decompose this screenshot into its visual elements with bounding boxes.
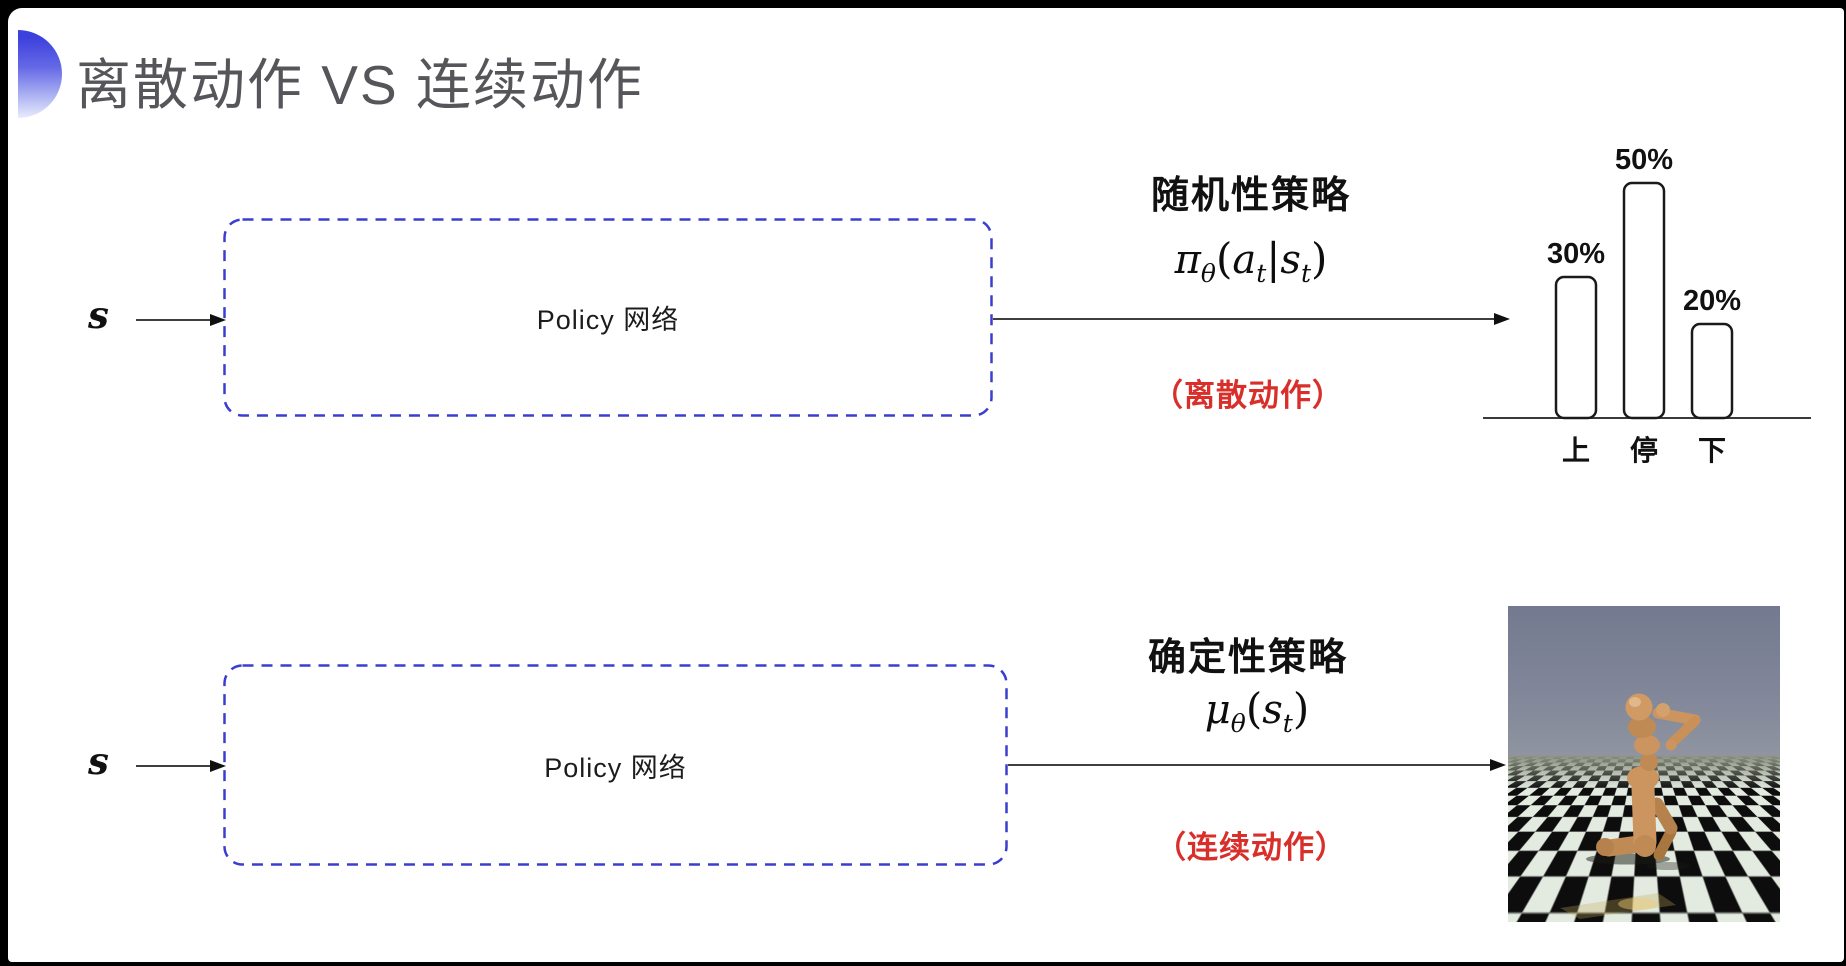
bar-value-label: 30% [1547,238,1605,270]
formula-open-paren: ( [1215,234,1233,283]
policy-box-label-top: Policy 网络 [536,305,680,335]
output-arrow-bottom [1008,759,1506,771]
input-arrow-bottom [136,760,226,772]
stochastic-policy-label: 随机性策略 [1150,175,1352,217]
formula-condition-bar: | [1266,234,1281,283]
dashed-border [223,664,1008,866]
dashed-border [223,218,993,417]
bar-chart-canvas: 30% 上 50% 停 20% 下 [1483,144,1811,466]
stochastic-policy-formula: πθ(at|st) [1174,234,1328,286]
bar-category-label: 停 [1630,434,1658,466]
formula-state-subscript: t [1300,259,1311,288]
humanoid-simulation-image [1508,606,1780,922]
probability-bar [1690,322,1734,420]
formula-symbol-subscript: θ [1230,709,1246,738]
formula-state-subscript: t [1282,709,1293,738]
formula-state-var: s [1262,687,1283,733]
formula-state-var: s [1280,237,1301,283]
input-arrow-top [136,314,226,326]
output-arrow-top [993,313,1510,325]
formula-action-subscript: t [1256,259,1267,288]
bar-category-label: 下 [1698,435,1726,466]
probability-bar [1622,181,1666,420]
policy-box-label-bottom: Policy 网络 [544,752,687,783]
formula-close-paren: ) [1292,684,1310,733]
state-input-label-bottom: s [88,739,109,783]
slide-title: 离散动作 VS 连续动作 [76,54,644,116]
discrete-action-note: （离散动作） [1152,378,1344,413]
bar-value-label: 20% [1683,285,1741,317]
state-input-label-top: s [88,293,109,337]
deterministic-policy-label: 确定性策略 [1147,637,1349,679]
formula-open-paren: ( [1245,684,1263,733]
formula-close-paren: ) [1311,234,1328,283]
policy-network-box-bottom: Policy 网络 [223,664,1008,866]
title-accent-shape [18,30,62,118]
formula-action-var: a [1232,237,1257,283]
humanoid-robot [1560,693,1701,919]
bar-category-label: 上 [1562,435,1590,466]
continuous-action-note: （连续动作） [1155,830,1347,865]
formula-symbol: μ [1204,687,1231,733]
policy-network-box-top: Policy 网络 [223,218,993,417]
bar-value-label: 50% [1615,144,1673,176]
slide: 离散动作 VS 连续动作 s Policy 网络 随机性策略 πθ(at|st)… [8,8,1844,962]
action-bar-chart: 30% 上 50% 停 20% 下 [1448,108,1844,478]
formula-symbol: π [1174,237,1201,283]
probability-bar [1554,275,1598,420]
formula-symbol-subscript: θ [1200,259,1216,288]
deterministic-policy-formula: μθ(st) [1204,684,1310,736]
